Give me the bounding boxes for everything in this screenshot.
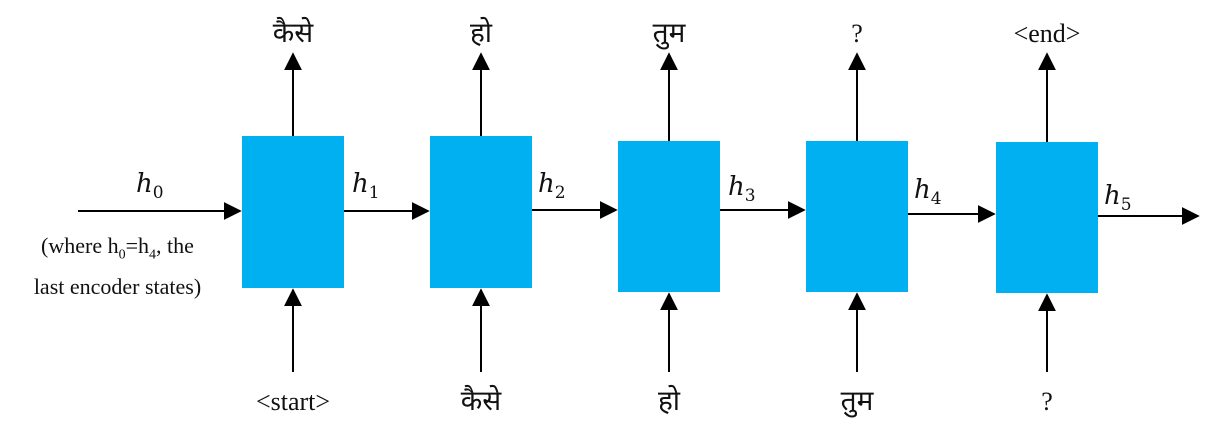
cell-box — [618, 141, 720, 292]
note-line-2: last encoder states) — [33, 274, 202, 300]
cell-box — [242, 136, 344, 288]
state-label: h3 — [728, 172, 756, 206]
state-label: h2 — [538, 169, 566, 203]
cell-box — [996, 142, 1098, 293]
output-token: तुम — [653, 16, 687, 50]
state-label: h4 — [914, 175, 942, 209]
initial-state-label: h0 — [136, 169, 164, 203]
output-token: ? — [851, 19, 863, 48]
cell-box — [430, 136, 532, 288]
note-line-1: (where h0=h4, the — [41, 233, 194, 263]
output-token: कैसे — [273, 16, 315, 49]
input-token: ? — [1041, 387, 1053, 416]
input-token: कैसे — [461, 384, 503, 417]
decoder-cells: कैसे <start> h1 हो कैसे h2 तुम हो h3? तुम h4 <end>?… — [242, 16, 1200, 418]
state-label: h5 — [1104, 181, 1132, 215]
decoder-cell-4: ? तुम h4 — [806, 19, 996, 418]
decoder-cell-3: तुम हो h3 — [618, 16, 806, 417]
output-token: <end> — [1014, 19, 1081, 48]
output-token: हो — [470, 16, 493, 49]
decoder-cell-5: <end>? h5 — [996, 19, 1200, 416]
decoder-cell-1: कैसे <start> h1 — [242, 16, 430, 416]
input-token: हो — [658, 384, 681, 417]
decoder-cell-2: हो कैसे h2 — [430, 16, 618, 417]
initial-state-note: (where h0=h4, the last encoder states) — [0, 230, 235, 303]
cell-box — [806, 141, 908, 292]
input-token: <start> — [256, 387, 330, 416]
input-token: तुम — [841, 384, 875, 418]
state-label: h1 — [352, 169, 380, 203]
